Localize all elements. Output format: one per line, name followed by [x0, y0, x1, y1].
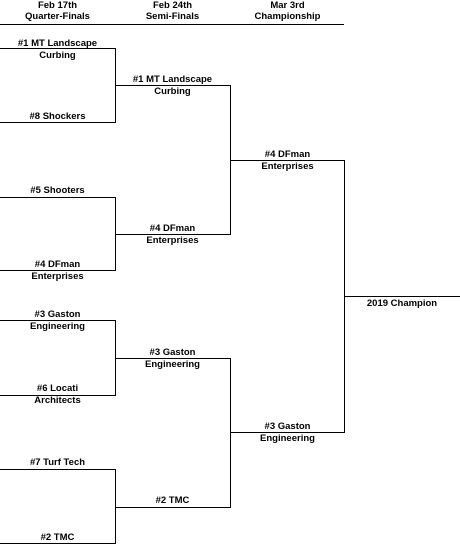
qf-team-3: #5 Shooters — [1, 185, 114, 197]
final-team-1: #4 DFman Enterprises — [231, 149, 344, 173]
team-name: #7 Turf Tech — [29, 457, 86, 468]
team-name-cont: Engineering — [30, 321, 85, 332]
sf-team-3: #3 Gaston Engineering — [116, 347, 229, 371]
round-date: Feb 24th — [152, 0, 193, 11]
round-name: Quarter-Finals — [25, 11, 90, 22]
team-name: #2 TMC — [40, 532, 75, 543]
qf-team-1: #1 MT Landscape Curbing — [1, 38, 114, 62]
team-name: #4 DFman — [34, 259, 81, 270]
final-team-2: #3 Gaston Engineering — [231, 421, 344, 445]
team-name-cont: Engineering — [145, 359, 200, 370]
round-name: Semi-Finals — [145, 11, 200, 22]
qf-team-7: #7 Turf Tech — [1, 457, 114, 469]
round-header-quarterfinals: Feb 17th Quarter-Finals — [0, 0, 115, 22]
team-name: #2 TMC — [155, 495, 190, 506]
team-name: #3 Gaston — [149, 347, 196, 358]
team-name-cont: Enterprises — [146, 235, 199, 246]
team-name: #8 Shockers — [29, 111, 86, 122]
team-name-cont: Curbing — [154, 86, 191, 97]
team-name: #4 DFman — [264, 149, 311, 160]
team-name: #1 MT Landscape — [132, 74, 213, 85]
team-name-cont: Enterprises — [261, 161, 314, 172]
team-name-cont: Architects — [34, 395, 81, 406]
team-name-cont: Enterprises — [31, 271, 84, 282]
round-header-semifinals: Feb 24th Semi-Finals — [115, 0, 230, 22]
round-date: Mar 3rd — [270, 0, 305, 11]
team-name: #5 Shooters — [30, 185, 85, 196]
qf-team-6: #6 Locati Architects — [1, 383, 114, 407]
sf-team-4: #2 TMC — [116, 495, 229, 507]
team-name: #3 Gaston — [264, 421, 311, 432]
team-name-cont: Engineering — [260, 433, 315, 444]
team-name: #4 DFman — [149, 223, 196, 234]
team-name-cont: Curbing — [39, 50, 76, 61]
qf-team-2: #8 Shockers — [1, 111, 114, 123]
round-date: Feb 17th — [37, 0, 78, 11]
round-name: Championship — [254, 11, 321, 22]
qf-team-5: #3 Gaston Engineering — [1, 309, 114, 333]
team-name: #6 Locati — [36, 383, 79, 394]
champion-label: 2019 Champion — [345, 298, 459, 310]
sf-team-2: #4 DFman Enterprises — [116, 223, 229, 247]
round-header-championship: Mar 3rd Championship — [230, 0, 345, 22]
qf-team-4: #4 DFman Enterprises — [1, 259, 114, 283]
team-name: #3 Gaston — [34, 309, 81, 320]
champion-text: 2019 Champion — [366, 298, 438, 309]
sf-team-1: #1 MT Landscape Curbing — [116, 74, 229, 98]
qf-team-8: #2 TMC — [1, 532, 114, 544]
team-name: #1 MT Landscape — [17, 38, 98, 49]
